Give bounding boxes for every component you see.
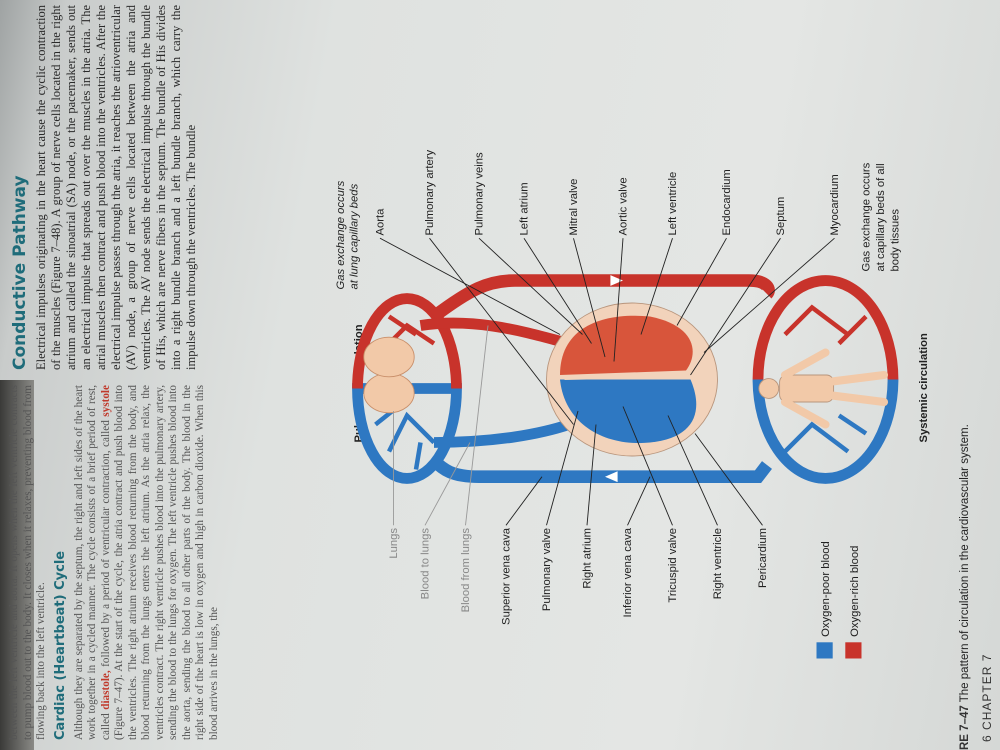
label-lungs: Lungs: [388, 411, 400, 559]
circulation-diagram: Pulmonary circulation Gas exchange occur…: [335, 149, 930, 659]
label-aorta: Aorta: [375, 208, 561, 335]
figure-caption: RE 7–47 The pattern of circulation in th…: [958, 424, 972, 750]
body-gas-exchange-line3: body tissues: [889, 209, 901, 272]
svg-text:Blood to lungs: Blood to lungs: [420, 528, 432, 600]
legend-swatch-oxygen-rich: [845, 642, 862, 659]
systemic-capillary-bed: [752, 275, 899, 484]
term-systole: systole: [99, 385, 112, 417]
label-pericardium: Pericardium: [694, 433, 769, 588]
label-pulmonary-valve: Pulmonary valve: [541, 410, 579, 611]
legend-label-oxygen-poor: Oxygen-poor blood: [820, 541, 832, 637]
svg-text:Lungs: Lungs: [388, 528, 400, 559]
intro-paragraph: between the left ventricle and aorta. It…: [8, 385, 47, 740]
human-body-figure: [758, 348, 889, 429]
body-gas-exchange-line2: at capillary beds of all: [875, 163, 887, 271]
conductive-pathway-column: Conductive Pathway Electrical impulses o…: [8, 5, 203, 370]
vena-cava-vessel: [429, 455, 772, 483]
legend-swatch-oxygen-poor: [816, 642, 833, 659]
left-lung-shape: [363, 372, 415, 414]
svg-text:Tricuspid valve: Tricuspid valve: [667, 528, 679, 603]
svg-text:Left atrium: Left atrium: [519, 182, 531, 235]
svg-text:Inferior vena cava: Inferior vena cava: [622, 527, 634, 617]
right-lung-shape: [363, 336, 415, 378]
svg-text:Left ventricle: Left ventricle: [667, 172, 679, 236]
svg-text:Pulmonary artery: Pulmonary artery: [424, 149, 436, 235]
svg-text:Superior vena cava: Superior vena cava: [501, 527, 513, 625]
conductive-pathway-paragraph: Electrical impulses originating in the h…: [34, 5, 198, 370]
body-gas-exchange-line1: Gas exchange occurs: [861, 162, 873, 271]
svg-text:Mitral valve: Mitral valve: [568, 179, 580, 236]
label-left-atrium: Left atrium: [519, 182, 592, 344]
svg-text:Pulmonary veins: Pulmonary veins: [474, 152, 486, 236]
label-septum: Septum: [690, 197, 787, 376]
label-superior-vena-cava: Superior vena cava: [501, 476, 543, 625]
svg-text:Pericardium: Pericardium: [757, 528, 769, 588]
label-aortic-valve: Aortic valve: [613, 177, 630, 362]
figure-label: RE 7–47: [959, 705, 971, 750]
svg-text:Right atrium: Right atrium: [582, 528, 594, 589]
legend: Oxygen-poor blood Oxygen-rich blood: [816, 541, 862, 659]
label-inferior-vena-cava: Inferior vena cava: [622, 476, 651, 617]
label-pulmonary-veins: Pulmonary veins: [474, 152, 583, 335]
svg-text:Pulmonary valve: Pulmonary valve: [541, 528, 553, 611]
arrow-icon: [610, 275, 623, 286]
label-endocardium: Endocardium: [676, 169, 733, 326]
lung-gas-exchange-line1: Gas exchange occurs: [335, 180, 347, 289]
caption-text: The pattern of circulation in the cardio…: [959, 424, 971, 703]
page-header: 6 CHAPTER 7: [980, 654, 994, 742]
arrow-icon: [605, 471, 618, 483]
svg-text:Myocardium: Myocardium: [829, 174, 841, 235]
svg-text:Aorta: Aorta: [375, 208, 387, 236]
book-spine-shadow: [0, 380, 34, 750]
page-number: 6: [980, 734, 994, 742]
label-tricuspid-valve: Tricuspid valve: [622, 406, 679, 603]
pulmonary-capillary-bed: [352, 293, 462, 484]
cardiac-cycle-heading: Cardiac (Heartbeat) Cycle: [52, 550, 68, 740]
label-blood-from-lungs: Blood from lungs: [460, 325, 489, 613]
svg-text:Right ventricle: Right ventricle: [712, 528, 724, 599]
left-labels: Lungs Blood to lungs Blood from lungs Su…: [388, 325, 769, 625]
label-right-atrium: Right atrium: [582, 424, 597, 589]
cardiac-cycle-paragraph: Although they are separated by the septu…: [73, 385, 222, 740]
conductive-pathway-heading: Conductive Pathway: [10, 175, 30, 370]
svg-text:Septum: Septum: [775, 197, 787, 236]
cardiac-cycle-column: between the left ventricle and aorta. It…: [8, 385, 225, 740]
text: (Figure 7–47). At the start of the cycle…: [113, 385, 220, 740]
pulmonary-artery-vessel: [433, 419, 571, 448]
svg-text:Blood from lungs: Blood from lungs: [460, 528, 472, 613]
svg-text:Aortic valve: Aortic valve: [618, 177, 630, 235]
label-right-ventricle: Right ventricle: [667, 415, 724, 599]
label-mitral-valve: Mitral valve: [568, 179, 606, 358]
pulmonary-vein-vessel: [419, 317, 571, 349]
label-left-ventricle: Left ventricle: [640, 172, 679, 335]
label-pulmonary-artery: Pulmonary artery: [424, 149, 574, 425]
label-blood-to-lungs: Blood to lungs: [420, 442, 471, 600]
svg-text:Endocardium: Endocardium: [721, 169, 733, 235]
label-myocardium: Myocardium: [703, 174, 841, 353]
right-labels: Aorta Pulmonary artery Pulmonary veins L…: [375, 149, 841, 425]
chapter-label: CHAPTER 7: [980, 653, 994, 730]
lung-gas-exchange-line2: at lung capillary beds: [349, 183, 361, 289]
text: followed by a period of ventricular cont…: [99, 420, 112, 667]
heart: [546, 302, 718, 457]
term-diastole: diastole,: [99, 670, 112, 710]
aorta-vessel: [430, 274, 775, 322]
legend-label-oxygen-rich: Oxygen-rich blood: [849, 546, 861, 637]
systemic-circulation-title: Systemic circulation: [918, 333, 930, 443]
